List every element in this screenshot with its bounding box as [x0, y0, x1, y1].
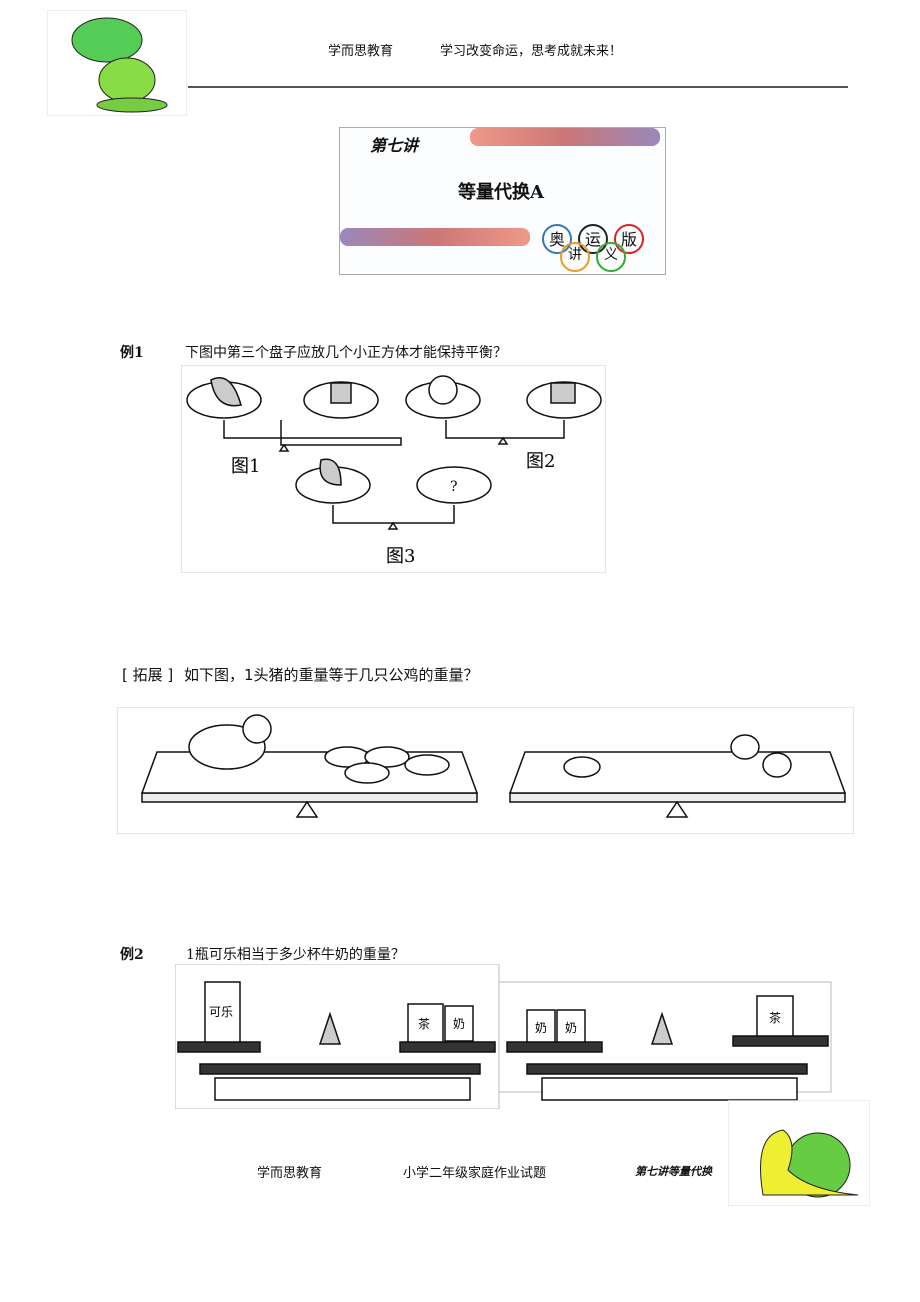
floral-border-bottom: [340, 228, 530, 246]
pig-rooster-figure: [117, 707, 854, 834]
extension-label: [ 拓展 ]: [122, 666, 174, 684]
cola-label: 可乐: [209, 1005, 233, 1019]
fig2-label: 图2: [526, 451, 555, 472]
footer-org: 学而思教育: [257, 1166, 323, 1181]
footer-lecture: 第七讲等量代换: [635, 1165, 712, 1178]
milk-label-3: 奶: [565, 1021, 577, 1035]
fig3-label: 图3: [386, 546, 415, 567]
ring-yun: 运: [578, 224, 608, 254]
floral-border-top: [470, 128, 660, 146]
ring-ban: 版: [614, 224, 644, 254]
snail-logo: [728, 1100, 870, 1206]
example1-label: 例1: [120, 345, 144, 361]
ring-yi: 义: [596, 242, 626, 272]
example1-question: 下图中第三个盘子应放几个小正方体才能保持平衡？: [185, 345, 507, 361]
example1-figure: 图1 图2 图3 ?: [181, 365, 606, 573]
unknown-mark: ?: [450, 479, 458, 495]
frog-logo: [47, 10, 187, 116]
tea-label-2: 茶: [769, 1010, 781, 1025]
banner-title: 等量代换A: [458, 182, 544, 203]
cola-milk-figure: 可乐 茶 奶 奶 奶 茶: [175, 964, 832, 1109]
ring-jiang: 讲: [560, 242, 590, 272]
header-rule: [188, 86, 848, 88]
title-banner: 第七讲 等量代换A 奥 运 版 讲 义: [339, 127, 666, 275]
milk-label-2: 奶: [535, 1021, 547, 1035]
ring-ao: 奥: [542, 224, 572, 254]
milk-label: 奶: [453, 1017, 465, 1031]
example2-label: 例2: [120, 947, 144, 963]
header-org: 学而思教育: [328, 44, 394, 59]
header-slogan: 学习改变命运，思考成就未来！: [440, 44, 623, 59]
footer-subject: 小学二年级家庭作业试题: [403, 1166, 547, 1181]
example2-question: 1瓶可乐相当于多少杯牛奶的重量？: [186, 947, 405, 963]
fig1-label: 图1: [231, 456, 260, 477]
tea-label: 茶: [418, 1016, 430, 1031]
extension-question: 如下图，1头猪的重量等于几只公鸡的重量？: [184, 666, 479, 684]
banner-lecture: 第七讲: [370, 136, 419, 155]
